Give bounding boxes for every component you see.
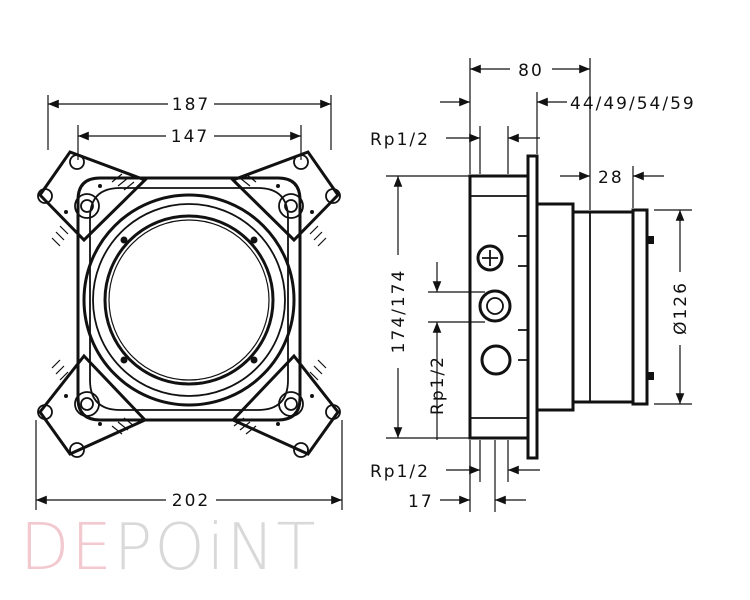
dim-side-diameter: Ø126	[654, 209, 692, 405]
watermark-part-a: DE	[20, 511, 114, 585]
dim-187-label: 187	[172, 95, 210, 115]
rp-mid-label: Rp1/2	[428, 355, 448, 415]
dim-side-80: 80	[469, 58, 591, 210]
side-view	[468, 154, 654, 460]
dim-side-28: 28	[560, 166, 664, 208]
dim-17-label: 17	[408, 492, 434, 512]
rp-top-label: Rp1/2	[370, 130, 430, 150]
dim-front-187: 187	[47, 95, 332, 150]
watermark-part-b: POiNT	[113, 511, 318, 585]
dim-diameter-label: Ø126	[671, 281, 691, 335]
dim-side-44-59: 44/49/54/59	[440, 92, 696, 154]
watermark-logo: DEPOiNT	[20, 516, 317, 580]
dim-side-rp-bottom: Rp1/2	[370, 440, 540, 482]
dim-174-label: 174/174	[389, 269, 409, 354]
rp-bottom-label: Rp1/2	[370, 462, 430, 482]
dim-side-174: 174/174	[386, 175, 470, 439]
front-view	[37, 150, 341, 458]
dim-147-label: 147	[171, 127, 209, 147]
dim-front-202: 202	[35, 420, 343, 511]
dim-side-rp-top: Rp1/2	[370, 126, 540, 174]
dim-80-label: 80	[518, 61, 544, 81]
dim-side-rp-mid: Rp1/2	[428, 262, 485, 440]
dim-202-label: 202	[172, 491, 210, 511]
dim-28-label: 28	[598, 168, 624, 188]
dim-front-147: 147	[77, 125, 302, 160]
dim-side-17: 17	[408, 440, 526, 512]
dim-44-59-label: 44/49/54/59	[570, 94, 696, 114]
